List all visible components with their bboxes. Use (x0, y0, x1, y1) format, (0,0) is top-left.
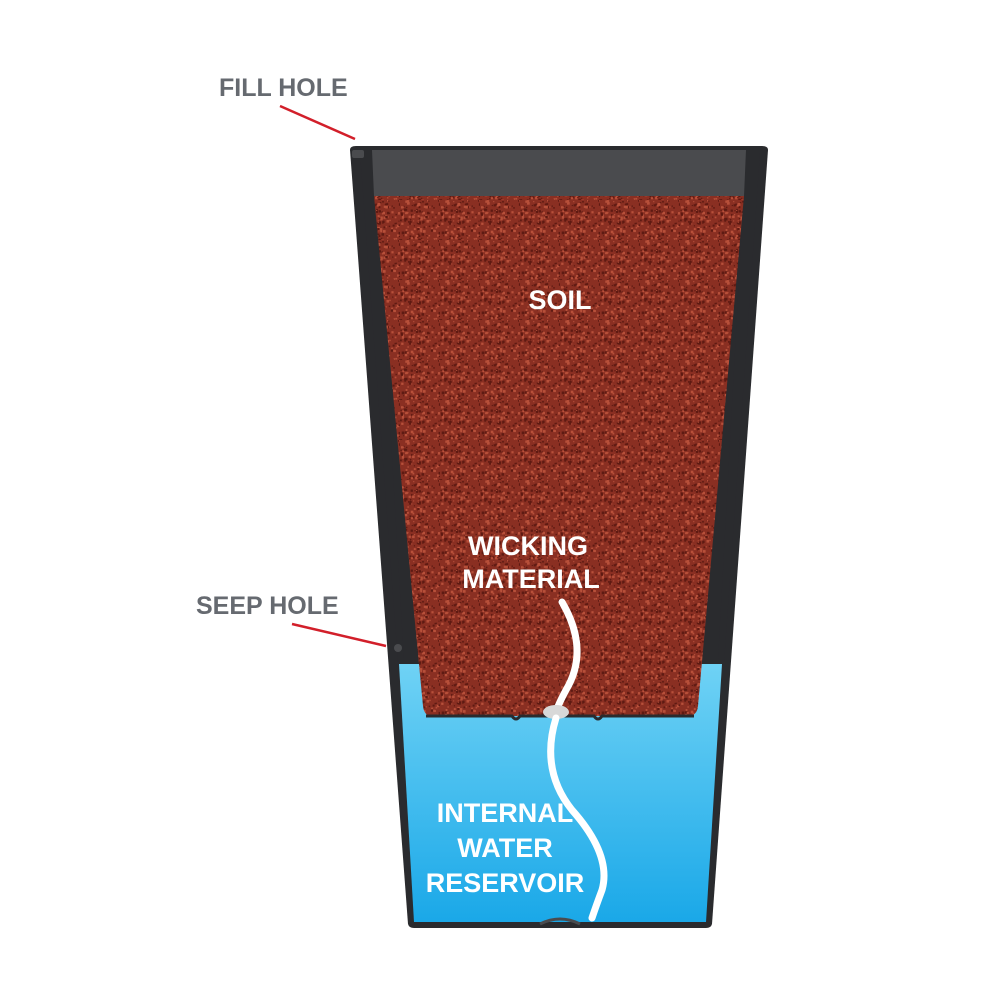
reservoir-label-line-1: INTERNAL (437, 798, 574, 828)
wick-knot (543, 705, 569, 719)
wicking-label-line-1: WICKING (468, 531, 588, 561)
inner-wall-left (360, 152, 404, 662)
fill-hole-opening (352, 150, 364, 158)
seep-hole-callout-line (291, 622, 387, 648)
seep-hole (394, 644, 402, 652)
reservoir-label-line-2: WATER (457, 833, 553, 863)
inner-wall-right (718, 152, 760, 662)
wicking-label-line-2: MATERIAL (462, 564, 599, 594)
rim-gap (372, 150, 746, 196)
fill-hole-label: FILL HOLE (219, 74, 348, 102)
fill-hole-callout-line (279, 104, 356, 141)
soil-label: SOIL (528, 285, 591, 315)
soil-insert (374, 196, 744, 716)
seep-hole-label: SEEP HOLE (196, 592, 339, 620)
reservoir-bottom-notch (539, 917, 581, 926)
wicking-material-lower (547, 714, 608, 922)
reservoir-label-line-3: RESERVOIR (426, 868, 585, 898)
